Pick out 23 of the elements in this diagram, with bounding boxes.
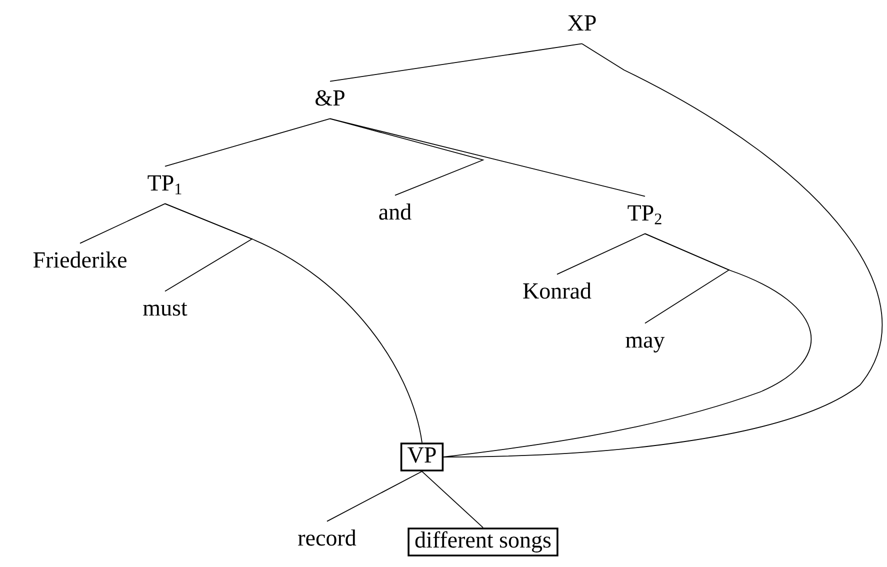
boxed-label: different songs — [408, 528, 558, 556]
tree-branch — [443, 43, 882, 458]
node-label: TP$_{2}$ — [628, 205, 662, 224]
tree-branch — [556, 233, 646, 275]
node-label: Friederike — [33, 252, 126, 268]
tree-branch — [330, 118, 646, 197]
node-label: Konrad — [523, 282, 592, 299]
tree-branch — [330, 118, 484, 196]
node-label: may — [626, 336, 665, 352]
node-label: &P — [316, 90, 344, 106]
node-label: record — [298, 530, 356, 546]
tree-branch — [422, 470, 484, 528]
tree-branch — [164, 203, 422, 444]
tree-branch — [330, 43, 582, 82]
tree-branch — [443, 233, 812, 458]
tree-branch — [164, 118, 330, 167]
boxed-label: VP — [400, 442, 444, 472]
node-label: must — [143, 302, 188, 316]
tree-branch — [326, 470, 422, 522]
node-label: and — [379, 204, 412, 220]
node-label: TP$_{1}$ — [148, 175, 182, 194]
node-label: XP — [568, 15, 596, 30]
tree-branch — [80, 203, 166, 244]
